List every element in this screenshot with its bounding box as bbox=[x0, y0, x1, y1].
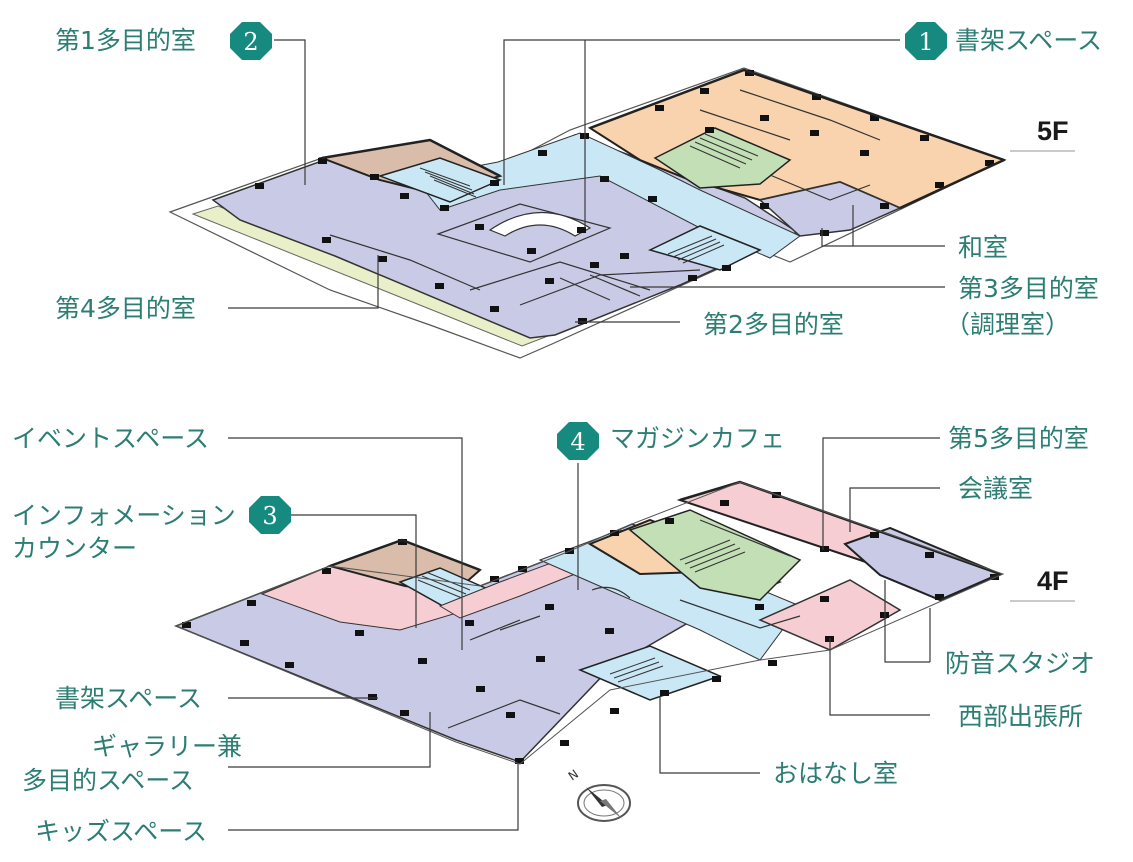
label-5f-multi2: 第2多目的室 bbox=[703, 310, 844, 339]
floor-5f-wall-right bbox=[589, 68, 1006, 210]
label-4f-studio: 防音スタジオ bbox=[945, 649, 1095, 678]
label-4f-multi5: 第5多目的室 bbox=[948, 424, 1089, 453]
badge-5f-bookshelf: 1 bbox=[905, 22, 947, 60]
floor-5f-labels: 第1多目的室 2 1 書架スペース 5F 和室 第3多目的室 （調理室） 第4多… bbox=[55, 22, 1102, 339]
floor-5f-atrium-void bbox=[488, 211, 592, 237]
floor-5f-green-details bbox=[689, 133, 759, 169]
svg-text:2: 2 bbox=[243, 28, 258, 56]
svg-text:3: 3 bbox=[262, 502, 277, 530]
floor-4f-green-details bbox=[679, 539, 746, 573]
compass-icon: N bbox=[566, 767, 631, 822]
floor-5f-room-washitsu bbox=[758, 181, 902, 237]
label-4f-west: 西部出張所 bbox=[958, 702, 1083, 731]
floor-4f-leaders bbox=[228, 437, 1075, 831]
floor-4f-plan bbox=[173, 480, 1005, 765]
floor-5f-columns bbox=[255, 70, 994, 324]
label-4f-info: インフォメーション bbox=[12, 501, 236, 530]
label-4f-magazine: マガジンカフェ bbox=[610, 424, 785, 453]
floor-5f-stair-right-steps bbox=[667, 235, 725, 264]
floor-4f-outline bbox=[174, 481, 1005, 765]
floor-5f-stair-steps bbox=[419, 167, 477, 198]
label-4f-gallery: ギャラリー兼 bbox=[92, 732, 242, 761]
badge-4f-magazine: 4 bbox=[557, 422, 599, 460]
label-5f-washitsu: 和室 bbox=[958, 233, 1008, 262]
label-5f-multi3: 第3多目的室 bbox=[958, 274, 1099, 303]
badge-4f-info: 3 bbox=[249, 496, 291, 534]
floor-4f-labels: イベントスペース 4 マガジンカフェ 第5多目的室 会議室 インフォメーション … bbox=[12, 422, 1095, 846]
floor-4f-title: 4F bbox=[1037, 566, 1069, 596]
label-5f-bookshelf: 書架スペース bbox=[955, 26, 1102, 55]
label-4f-bookshelf: 書架スペース bbox=[55, 684, 202, 713]
label-4f-kids: キッズスペース bbox=[35, 817, 207, 846]
floor-4f-partitions bbox=[447, 519, 801, 729]
floor-4f-stair-right-steps bbox=[609, 657, 664, 683]
floor-5f-partitions bbox=[329, 89, 881, 306]
label-5f-multi1: 第1多目的室 bbox=[55, 26, 196, 55]
floor-4f-room-green bbox=[628, 509, 802, 601]
floor-4f-room-west bbox=[758, 579, 902, 651]
label-4f-info-sub: カウンター bbox=[12, 534, 137, 563]
floor-4f-room-studio bbox=[843, 526, 1003, 602]
label-4f-event: イベントスペース bbox=[12, 424, 209, 453]
svg-text:1: 1 bbox=[918, 28, 933, 56]
badge-5f-multi1: 2 bbox=[230, 22, 272, 60]
label-4f-ohanashi: おはなし室 bbox=[773, 759, 898, 788]
label-5f-multi3-sub: （調理室） bbox=[945, 310, 1070, 339]
compass-north-label: N bbox=[566, 767, 581, 784]
floor-5f-wall bbox=[321, 138, 501, 178]
label-4f-gallery-sub: 多目的スペース bbox=[22, 766, 194, 795]
svg-text:4: 4 bbox=[570, 428, 585, 456]
floor-4f-wall bbox=[329, 538, 481, 572]
label-5f-multi4: 第4多目的室 bbox=[55, 294, 196, 323]
label-4f-meeting: 会議室 bbox=[958, 474, 1033, 503]
floor-5f-leaders bbox=[228, 39, 1075, 323]
floor-5f-title: 5F bbox=[1037, 116, 1069, 146]
floor-5f-plan bbox=[168, 67, 1007, 359]
